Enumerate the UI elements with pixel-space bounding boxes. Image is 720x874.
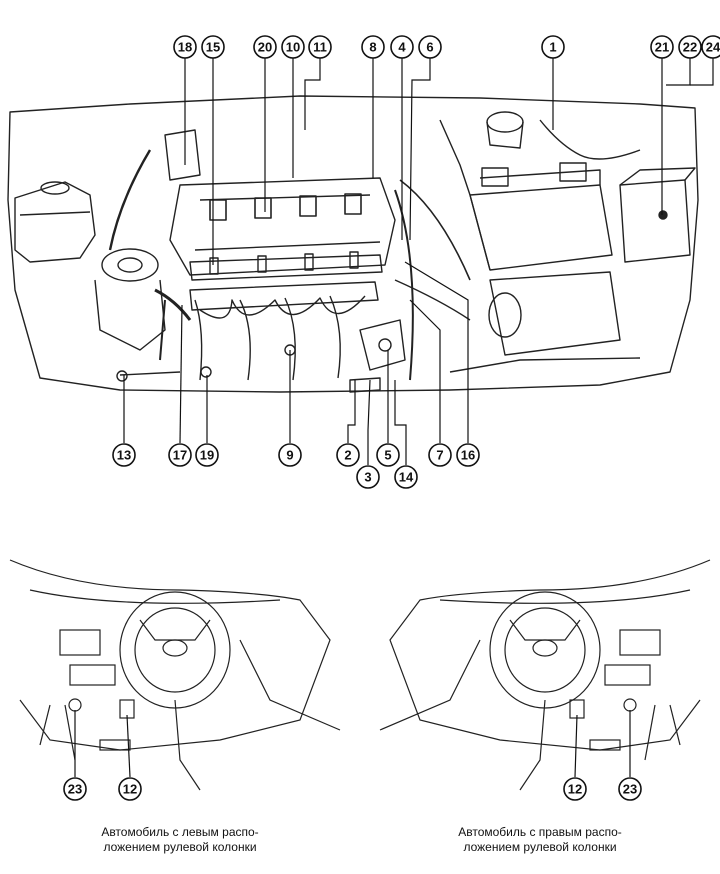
callout-label: 11: [313, 40, 327, 55]
callout-12: 12: [563, 777, 587, 801]
callout-label: 8: [369, 40, 376, 55]
callout-label: 21: [655, 40, 669, 55]
callout-3: 3: [356, 465, 380, 489]
callout-label: 5: [384, 448, 391, 463]
caption-right-line1: Автомобиль с правым распо-: [458, 825, 622, 839]
callout-22: 22: [678, 35, 702, 59]
callout-label: 24: [706, 40, 720, 55]
callout-12: 12: [118, 777, 142, 801]
callout-15: 15: [201, 35, 225, 59]
callout-18: 18: [173, 35, 197, 59]
callout-23: 23: [63, 777, 87, 801]
callout-20: 20: [253, 35, 277, 59]
callout-16: 16: [456, 443, 480, 467]
callout-label: 23: [68, 782, 82, 797]
callout-11: 11: [308, 35, 332, 59]
callout-label: 2: [344, 448, 351, 463]
callout-label: 12: [568, 782, 582, 797]
callout-14: 14: [394, 465, 418, 489]
callout-9: 9: [278, 443, 302, 467]
callout-label: 9: [286, 448, 293, 463]
callout-label: 23: [623, 782, 637, 797]
callout-2: 2: [336, 443, 360, 467]
callout-10: 10: [281, 35, 305, 59]
callout-7: 7: [428, 443, 452, 467]
caption-left: Автомобиль с левым распо- ложением рулев…: [60, 825, 300, 855]
caption-left-line1: Автомобиль с левым распо-: [101, 825, 259, 839]
callout-23: 23: [618, 777, 642, 801]
callout-label: 7: [436, 448, 443, 463]
callout-label: 17: [173, 448, 187, 463]
callout-label: 16: [461, 448, 475, 463]
callout-17: 17: [168, 443, 192, 467]
callout-label: 18: [178, 40, 192, 55]
cabin-left-leaders: [74, 710, 131, 778]
callout-label: 10: [286, 40, 300, 55]
callout-label: 13: [117, 448, 131, 463]
callout-6: 6: [418, 35, 442, 59]
callout-4: 4: [390, 35, 414, 59]
callout-label: 3: [364, 470, 371, 485]
callout-19: 19: [195, 443, 219, 467]
callout-21: 21: [650, 35, 674, 59]
callout-label: 6: [426, 40, 433, 55]
callout-label: 4: [398, 40, 406, 55]
engine-leader-lines: [123, 58, 714, 465]
engine-bay-drawing: [7, 95, 699, 393]
caption-right-line2: ложением рулевой колонки: [463, 840, 617, 854]
caption-left-line2: ложением рулевой колонки: [103, 840, 257, 854]
callout-label: 20: [258, 40, 272, 55]
callout-label: 12: [123, 782, 137, 797]
caption-right: Автомобиль с правым распо- ложением руле…: [420, 825, 660, 855]
cabin-left-drawing: [9, 559, 341, 791]
callout-label: 1: [549, 40, 556, 55]
callout-1: 1: [541, 35, 565, 59]
callout-label: 22: [683, 40, 697, 55]
callout-label: 15: [206, 40, 220, 55]
callout-13: 13: [112, 443, 136, 467]
cabin-right-drawing: [379, 559, 711, 791]
callout-label: 19: [200, 448, 214, 463]
callout-8: 8: [361, 35, 385, 59]
callout-5: 5: [376, 443, 400, 467]
cabin-right-leaders: [574, 710, 631, 778]
callout-24: 24: [701, 35, 720, 59]
callout-label: 14: [399, 470, 414, 485]
